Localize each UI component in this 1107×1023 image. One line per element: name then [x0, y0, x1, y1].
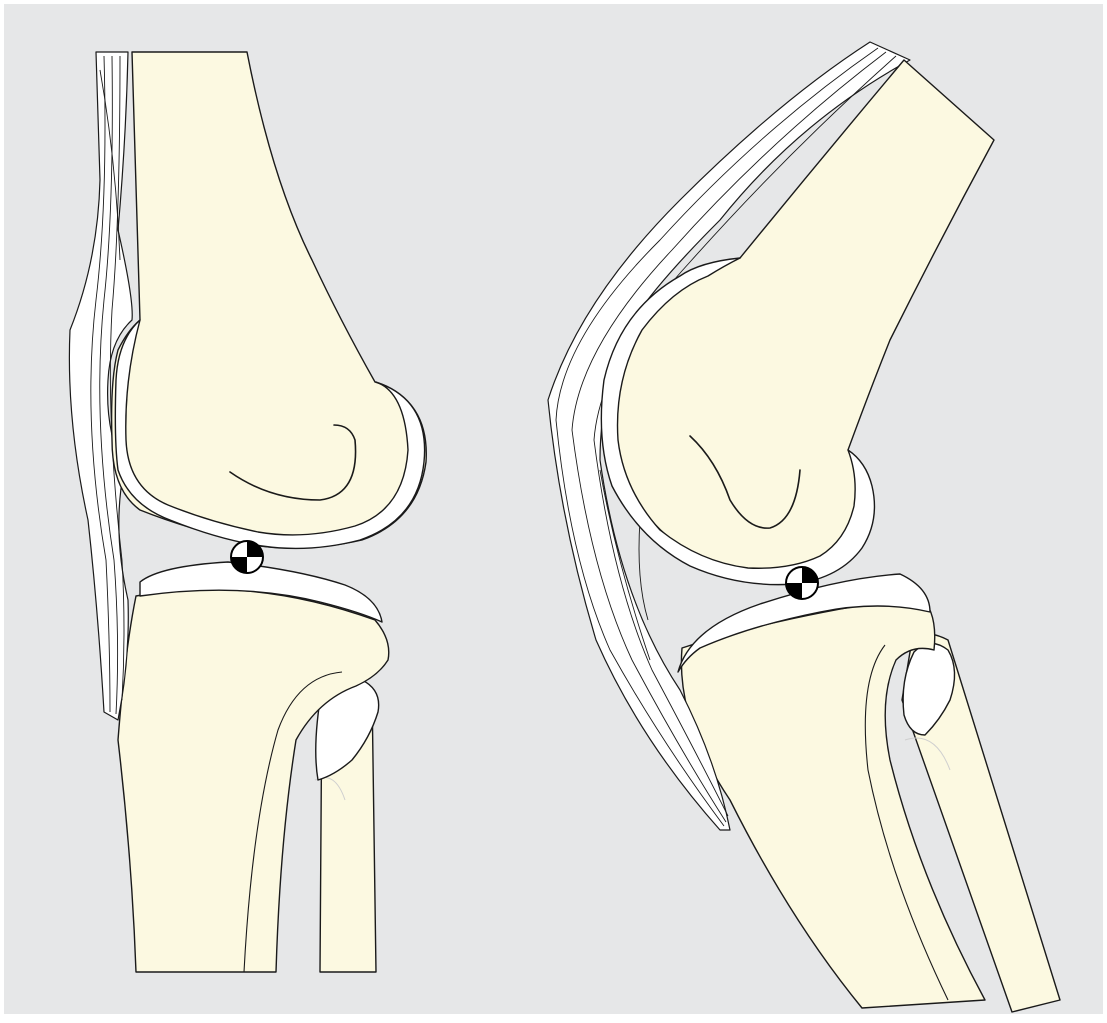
- center-of-rotation-icon: [786, 567, 818, 599]
- center-of-rotation-icon: [231, 541, 263, 573]
